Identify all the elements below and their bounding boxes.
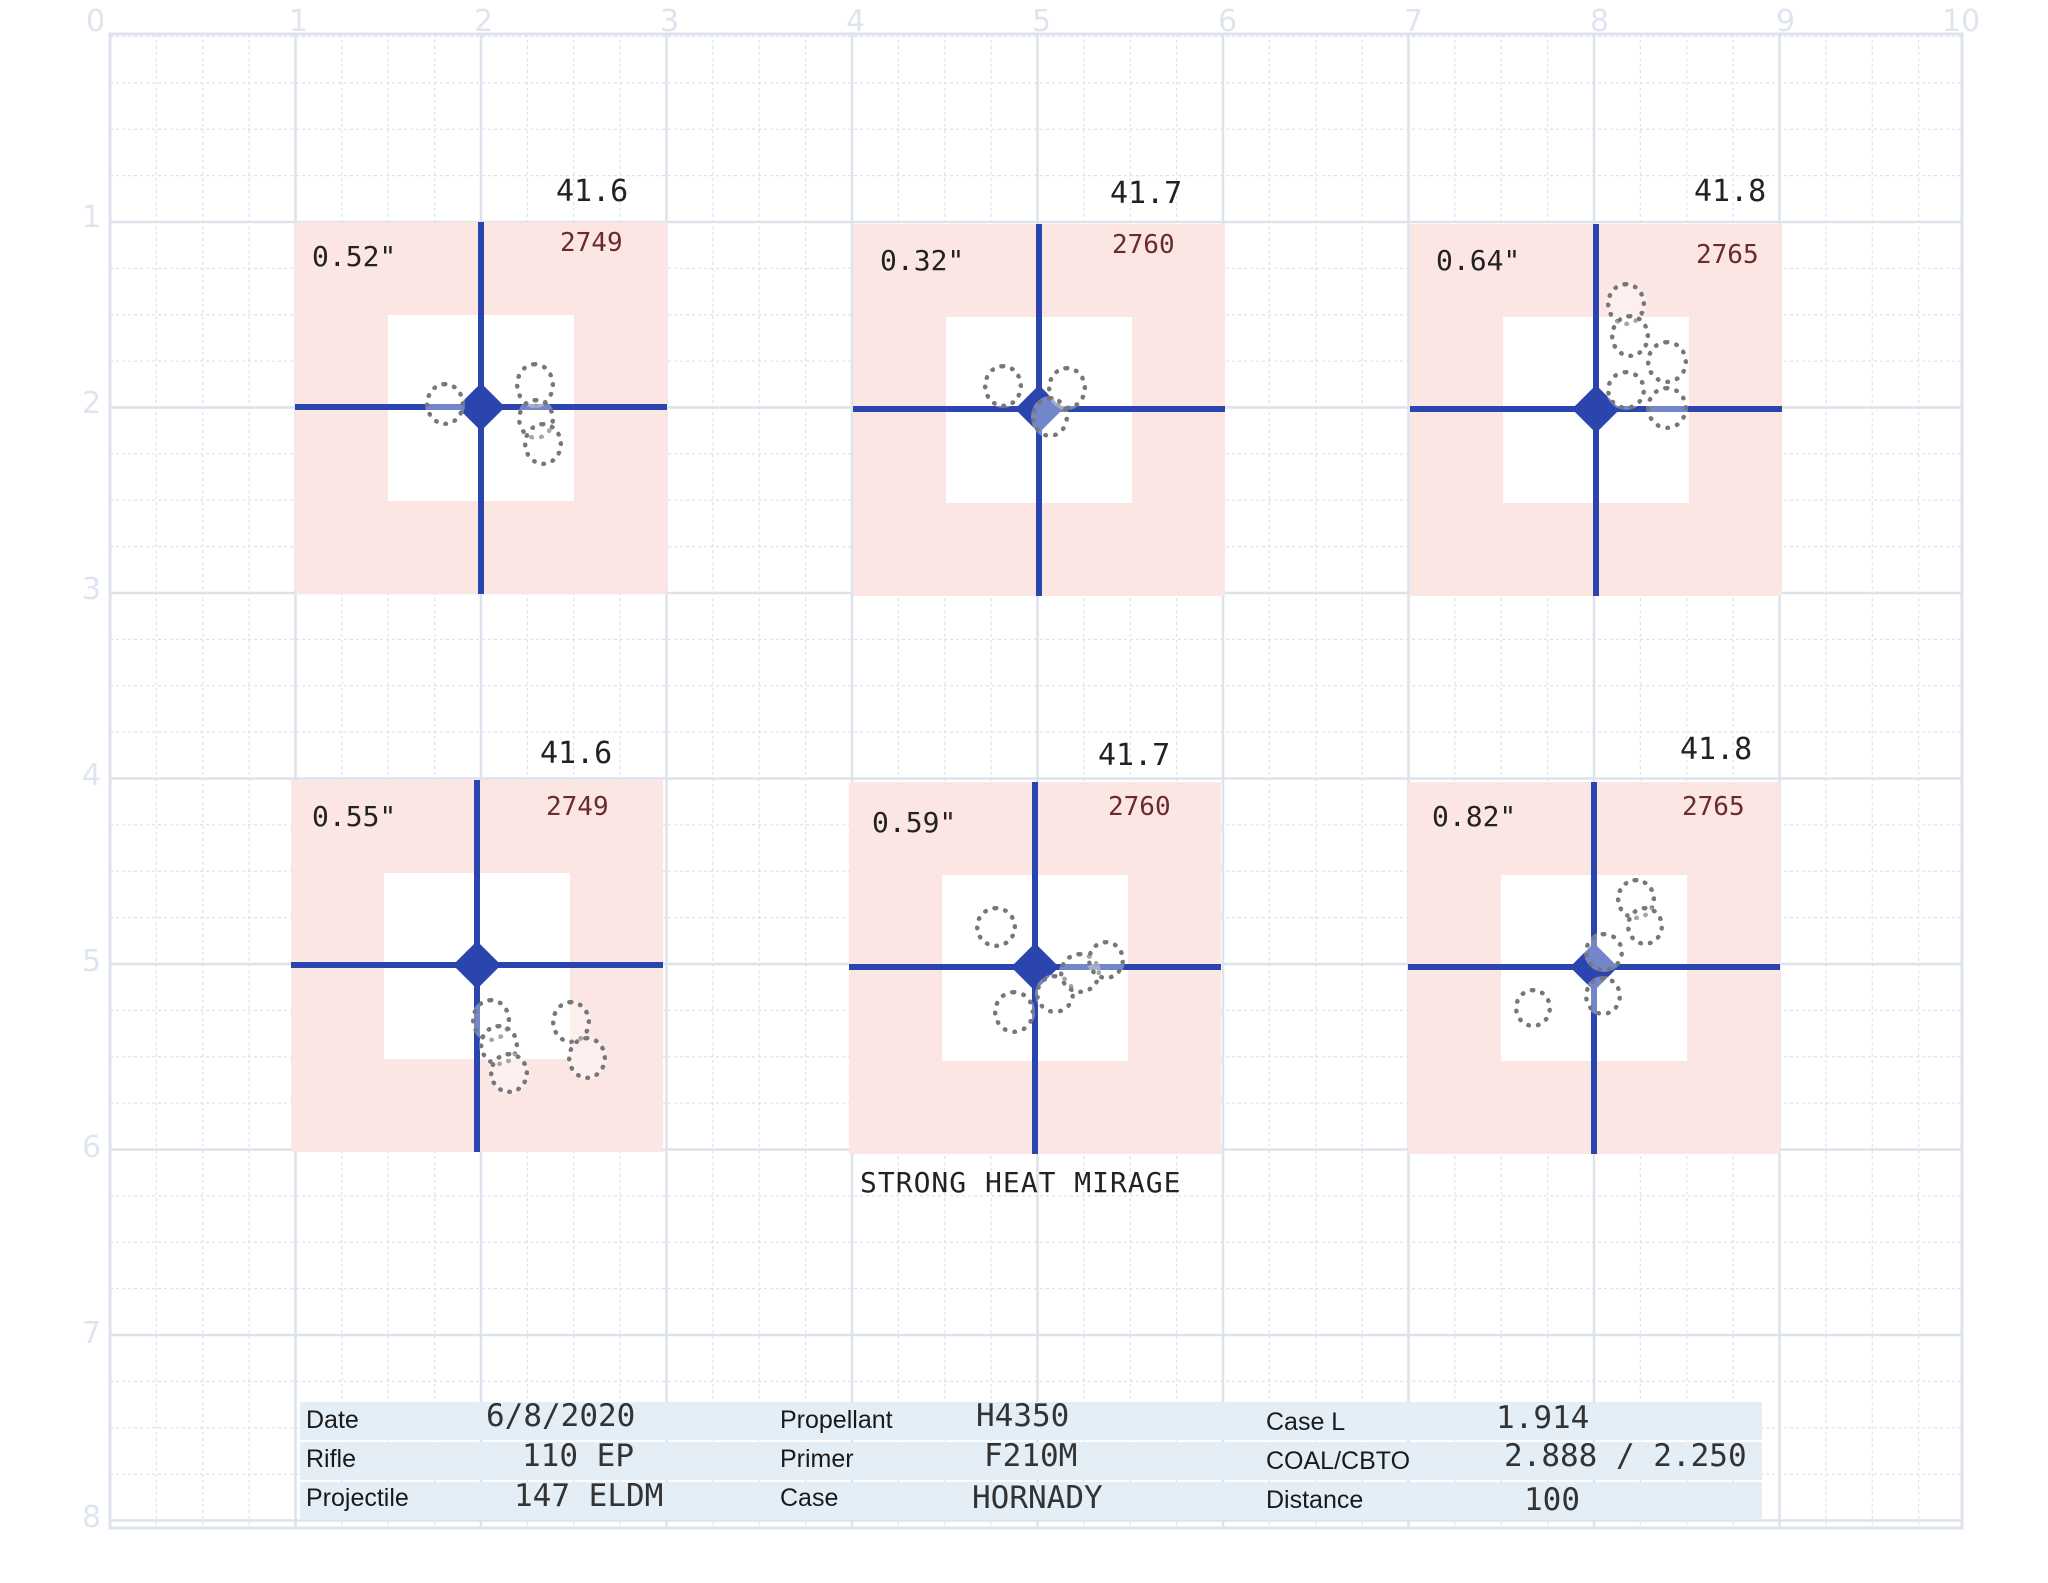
- bullet-hole: [1610, 314, 1650, 358]
- target-4: [291, 780, 663, 1152]
- grid-border: [108, 32, 1964, 1530]
- charge-weight: 41.6: [556, 174, 629, 209]
- info-row-band: [300, 1442, 1762, 1480]
- ruler-top-label: 0: [86, 4, 106, 39]
- load-info-table: Date 6/8/2020 Rifle 110 EP Projectile 14…: [300, 1398, 1762, 1520]
- rifle-value: 110 EP: [522, 1438, 634, 1474]
- info-row-band: [300, 1402, 1762, 1440]
- rifle-label: Rifle: [306, 1445, 357, 1473]
- target-1: [295, 222, 667, 594]
- bullet-hole: [993, 990, 1035, 1034]
- group-size: 0.32": [880, 244, 965, 277]
- primer-label: Primer: [780, 1445, 854, 1473]
- bullet-hole: [1646, 340, 1688, 384]
- charge-weight: 41.6: [540, 736, 613, 771]
- ruler-left-label: 6: [82, 1130, 102, 1165]
- ruler-top-label: 8: [1590, 4, 1610, 39]
- ruler-top-label: 5: [1032, 4, 1052, 39]
- group-size: 0.52": [312, 240, 397, 273]
- propellant-label: Propellant: [780, 1406, 893, 1434]
- velocity: 2765: [1696, 240, 1759, 270]
- ruler-top-label: 3: [660, 4, 680, 39]
- bullet-hole: [567, 1036, 607, 1080]
- case-length-value: 1.914: [1496, 1400, 1590, 1436]
- ruler-top-label: 2: [474, 4, 494, 39]
- ruler-left-label: 1: [82, 200, 102, 235]
- bullet-hole: [983, 364, 1023, 408]
- ruler-top-label: 1: [289, 4, 309, 39]
- coal-value: 2.888 / 2.250: [1504, 1438, 1747, 1474]
- session-note: STRONG HEAT MIRAGE: [860, 1166, 1182, 1199]
- bullet-hole: [1087, 940, 1125, 980]
- velocity: 2749: [546, 792, 609, 822]
- ruler-left-label: 2: [82, 386, 102, 421]
- target-5: [849, 782, 1221, 1154]
- ruler-left-label: 7: [82, 1316, 102, 1351]
- projectile-value: 147 ELDM: [514, 1478, 664, 1514]
- bullet-hole: [1646, 386, 1688, 430]
- group-size: 0.82": [1432, 800, 1517, 833]
- charge-weight: 41.7: [1098, 738, 1171, 773]
- bullet-hole: [1514, 988, 1552, 1028]
- group-size: 0.55": [312, 800, 397, 833]
- case-value: HORNADY: [972, 1480, 1103, 1516]
- charge-weight: 41.7: [1110, 176, 1183, 211]
- ruler-top-label: 10: [1942, 4, 1981, 39]
- bullet-hole: [1606, 370, 1646, 410]
- bullet-hole: [425, 382, 465, 426]
- ruler-left-label: 8: [82, 1500, 102, 1535]
- distance-label: Distance: [1266, 1486, 1364, 1514]
- date-value: 6/8/2020: [486, 1398, 636, 1434]
- target-3: [1410, 224, 1782, 596]
- info-row-band: [300, 1482, 1762, 1520]
- case-label: Case: [780, 1484, 839, 1512]
- velocity: 2765: [1682, 792, 1745, 822]
- target-2: [853, 224, 1225, 596]
- distance-value: 100: [1524, 1482, 1580, 1518]
- group-size: 0.64": [1436, 244, 1521, 277]
- bullet-hole: [489, 1052, 529, 1094]
- bullet-hole: [1626, 906, 1664, 946]
- ruler-left-label: 3: [82, 572, 102, 607]
- ruler-top-label: 6: [1218, 4, 1238, 39]
- velocity: 2760: [1112, 230, 1175, 260]
- bullet-hole: [523, 422, 563, 466]
- coal-label: COAL/CBTO: [1266, 1447, 1411, 1475]
- ruler-top-label: 7: [1404, 4, 1424, 39]
- ruler-top-label: 9: [1776, 4, 1796, 39]
- primer-value: F210M: [984, 1438, 1078, 1474]
- bullet-hole: [1584, 932, 1624, 972]
- velocity: 2749: [560, 228, 623, 258]
- date-label: Date: [306, 1406, 359, 1434]
- target-6: [1408, 782, 1780, 1154]
- projectile-label: Projectile: [306, 1484, 409, 1512]
- propellant-value: H4350: [976, 1398, 1070, 1434]
- velocity: 2760: [1108, 792, 1171, 822]
- ruler-top-label: 4: [846, 4, 866, 39]
- case-length-label: Case L: [1266, 1408, 1346, 1436]
- charge-weight: 41.8: [1680, 732, 1753, 767]
- bullet-hole: [1584, 976, 1622, 1016]
- bullet-hole: [1031, 396, 1069, 438]
- ruler-left-label: 4: [82, 758, 102, 793]
- group-size: 0.59": [872, 806, 957, 839]
- ruler-left-label: 5: [82, 944, 102, 979]
- bullet-hole: [975, 906, 1017, 948]
- charge-weight: 41.8: [1694, 174, 1767, 209]
